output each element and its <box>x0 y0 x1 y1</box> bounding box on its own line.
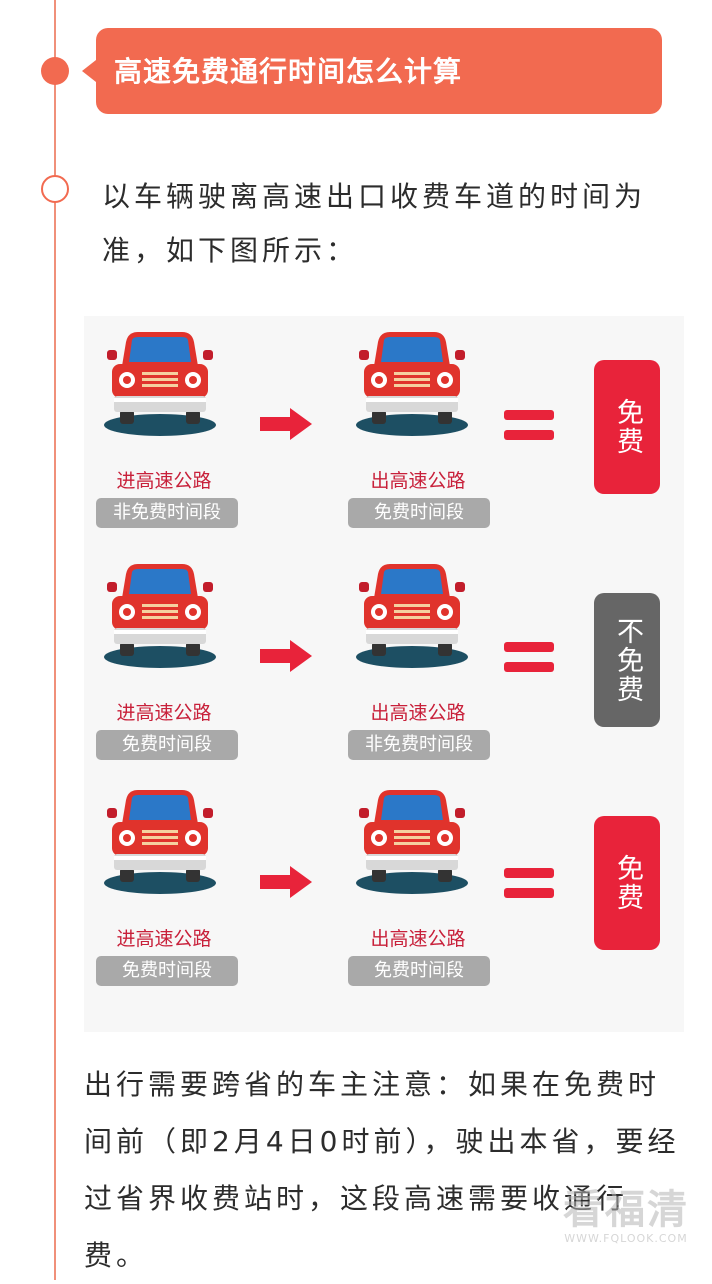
car-icon <box>104 560 216 670</box>
diagram-row-2: 进高速公路 出高速公路免费时间段 非免费时间段 不免费 <box>84 548 684 768</box>
exit-period-badge: 非免费时间段 <box>348 730 490 760</box>
entry-period-badge: 非免费时间段 <box>96 498 238 528</box>
enter-highway-label: 进高速公路 <box>116 470 212 492</box>
section-title: 高速免费通行时间怎么计算 <box>114 55 463 88</box>
watermark-logo: 看福清 <box>563 1187 689 1233</box>
timeline-dot-filled <box>41 57 69 85</box>
entry-period-badge: 免费时间段 <box>96 956 238 986</box>
arrow-right-icon <box>260 640 312 672</box>
car-icon <box>104 328 216 438</box>
timeline-line <box>54 0 56 1280</box>
equals-icon <box>504 640 554 674</box>
equals-icon <box>504 866 554 900</box>
header-pointer <box>82 60 96 82</box>
cross-province-note: 出行需要跨省的车主注意：如果在免费时间前（即2月4日0时前），驶出本省，要经过省… <box>84 1068 680 1272</box>
toll-result-badge: 免费 <box>594 360 660 494</box>
timeline-dot-hollow <box>41 175 69 203</box>
toll-result-badge: 不免费 <box>594 593 660 727</box>
exit-highway-label: 出高速公路 <box>370 470 466 492</box>
car-icon <box>104 786 216 896</box>
enter-highway-label: 进高速公路 <box>116 702 212 724</box>
equals-icon <box>504 408 554 442</box>
car-icon <box>356 786 468 896</box>
toll-result-text: 免费 <box>612 398 643 456</box>
exit-period-badge: 免费时间段 <box>348 498 490 528</box>
section-header: 高速免费通行时间怎么计算 <box>82 28 662 114</box>
diagram-row-1: 进高速公路 出高速公路非免费时间段 免费时间段 免费 <box>84 316 684 536</box>
exit-highway-label: 出高速公路 <box>370 928 466 950</box>
arrow-right-icon <box>260 408 312 440</box>
diagram-row-3: 进高速公路 出高速公路免费时间段 免费时间段 免费 <box>84 774 684 994</box>
entry-period-badge: 免费时间段 <box>96 730 238 760</box>
site-watermark: 看福清 WWW.FQLOOK.COM <box>556 1188 696 1245</box>
exit-highway-label: 出高速公路 <box>370 702 466 724</box>
arrow-right-icon <box>260 866 312 898</box>
toll-result-badge: 免费 <box>594 816 660 950</box>
toll-result-text: 不免费 <box>612 616 643 704</box>
toll-diagram: 进高速公路出高速公路非免费时间段免费时间段 免费 进高速公路出高速公路免费时间段… <box>84 316 684 1032</box>
car-icon <box>356 328 468 438</box>
car-icon <box>356 560 468 670</box>
intro-paragraph: 以车辆驶离高速出口收费车道的时间为准，如下图所示： <box>102 180 647 267</box>
enter-highway-label: 进高速公路 <box>116 928 212 950</box>
exit-period-badge: 免费时间段 <box>348 956 490 986</box>
watermark-url: WWW.FQLOOK.COM <box>564 1232 688 1245</box>
toll-result-text: 免费 <box>612 854 643 912</box>
